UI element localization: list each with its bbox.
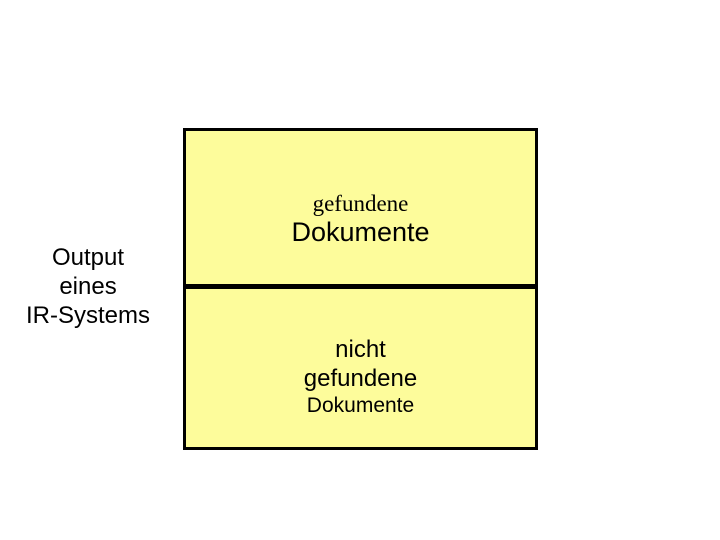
found-documents-label-line-1: gefundene [312,191,409,216]
output-label-line-3: IR-Systems [25,302,150,329]
not-found-documents-section: nicht gefundene Dokumente [186,289,535,447]
not-found-documents-label-line-3: Dokumente [306,394,415,417]
section-divider-line [186,284,535,289]
not-found-documents-label-line-1: nicht [335,336,386,363]
ir-output-documents-box: gefundene Dokumente nicht gefundene Doku… [183,128,538,450]
not-found-documents-label-line-2: gefundene [303,365,418,392]
output-label-line-2: eines [59,273,117,300]
output-label-line-1: Output [51,244,125,271]
found-documents-section: gefundene Dokumente [186,131,535,284]
found-documents-label-line-2: Dokumente [291,217,430,247]
ir-system-output-label: Output eines IR-Systems [8,243,168,330]
